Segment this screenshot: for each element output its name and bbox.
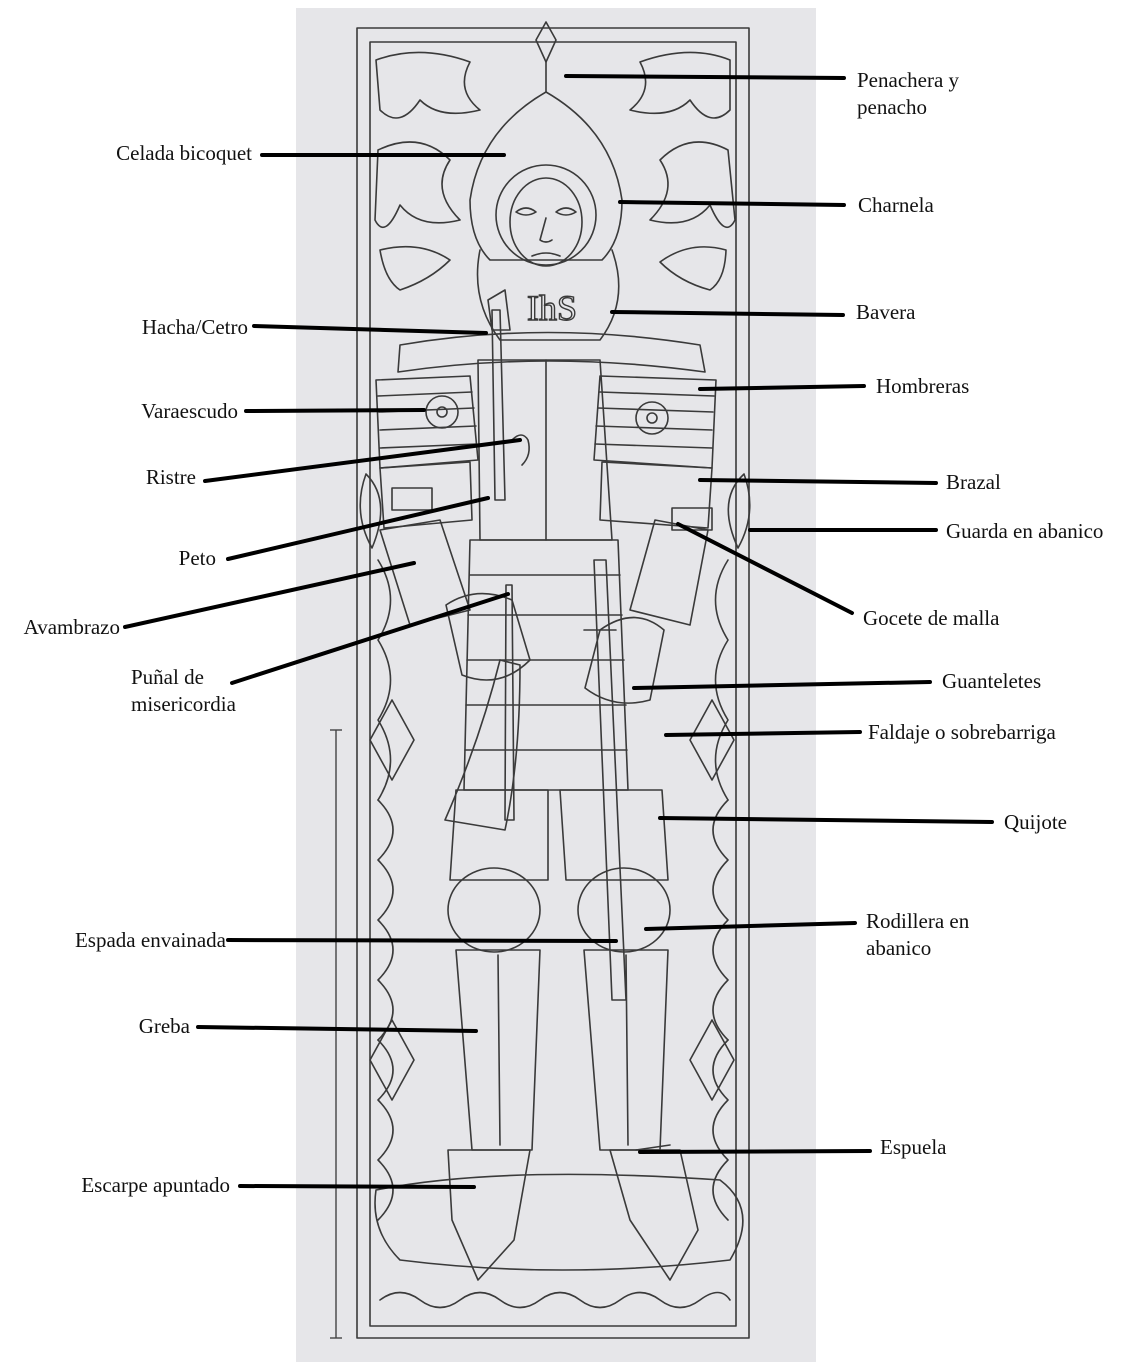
label-escarpe: Escarpe apuntado [20, 1172, 230, 1199]
label-celada: Celada bicoquet [80, 140, 252, 167]
label-brazal: Brazal [946, 469, 1001, 496]
label-quijote: Quijote [1004, 809, 1067, 836]
label-rodillera: Rodillera en abanico [866, 908, 1006, 962]
leader-varaescudo [246, 410, 424, 411]
label-guarda: Guarda en abanico [946, 518, 1103, 545]
leader-escarpe [240, 1186, 474, 1187]
label-hacha: Hacha/Cetro [80, 314, 248, 341]
label-gocete: Gocete de malla [863, 605, 999, 632]
label-charnela: Charnela [858, 192, 934, 219]
label-avambrazo: Avambrazo [0, 614, 120, 641]
label-ristre: Ristre [80, 464, 196, 491]
leader-penachera [566, 76, 844, 78]
leader-espuela [640, 1151, 870, 1152]
label-penachera: Penachera y penacho [857, 67, 997, 121]
label-guanteletes: Guanteletes [942, 668, 1041, 695]
label-bavera: Bavera [856, 299, 915, 326]
label-hombreras: Hombreras [876, 373, 969, 400]
label-faldaje: Faldaje o sobrebarriga [868, 719, 1056, 746]
label-espada: Espada envainada [20, 927, 226, 954]
breastplate-inscription: IhS [527, 288, 577, 328]
label-espuela: Espuela [880, 1134, 946, 1161]
label-punal: Puñal de misericordia [131, 664, 259, 718]
label-peto: Peto [80, 545, 216, 572]
leader-espada [228, 940, 616, 941]
label-varaescudo: Varaescudo [80, 398, 238, 425]
label-greba: Greba [80, 1013, 190, 1040]
